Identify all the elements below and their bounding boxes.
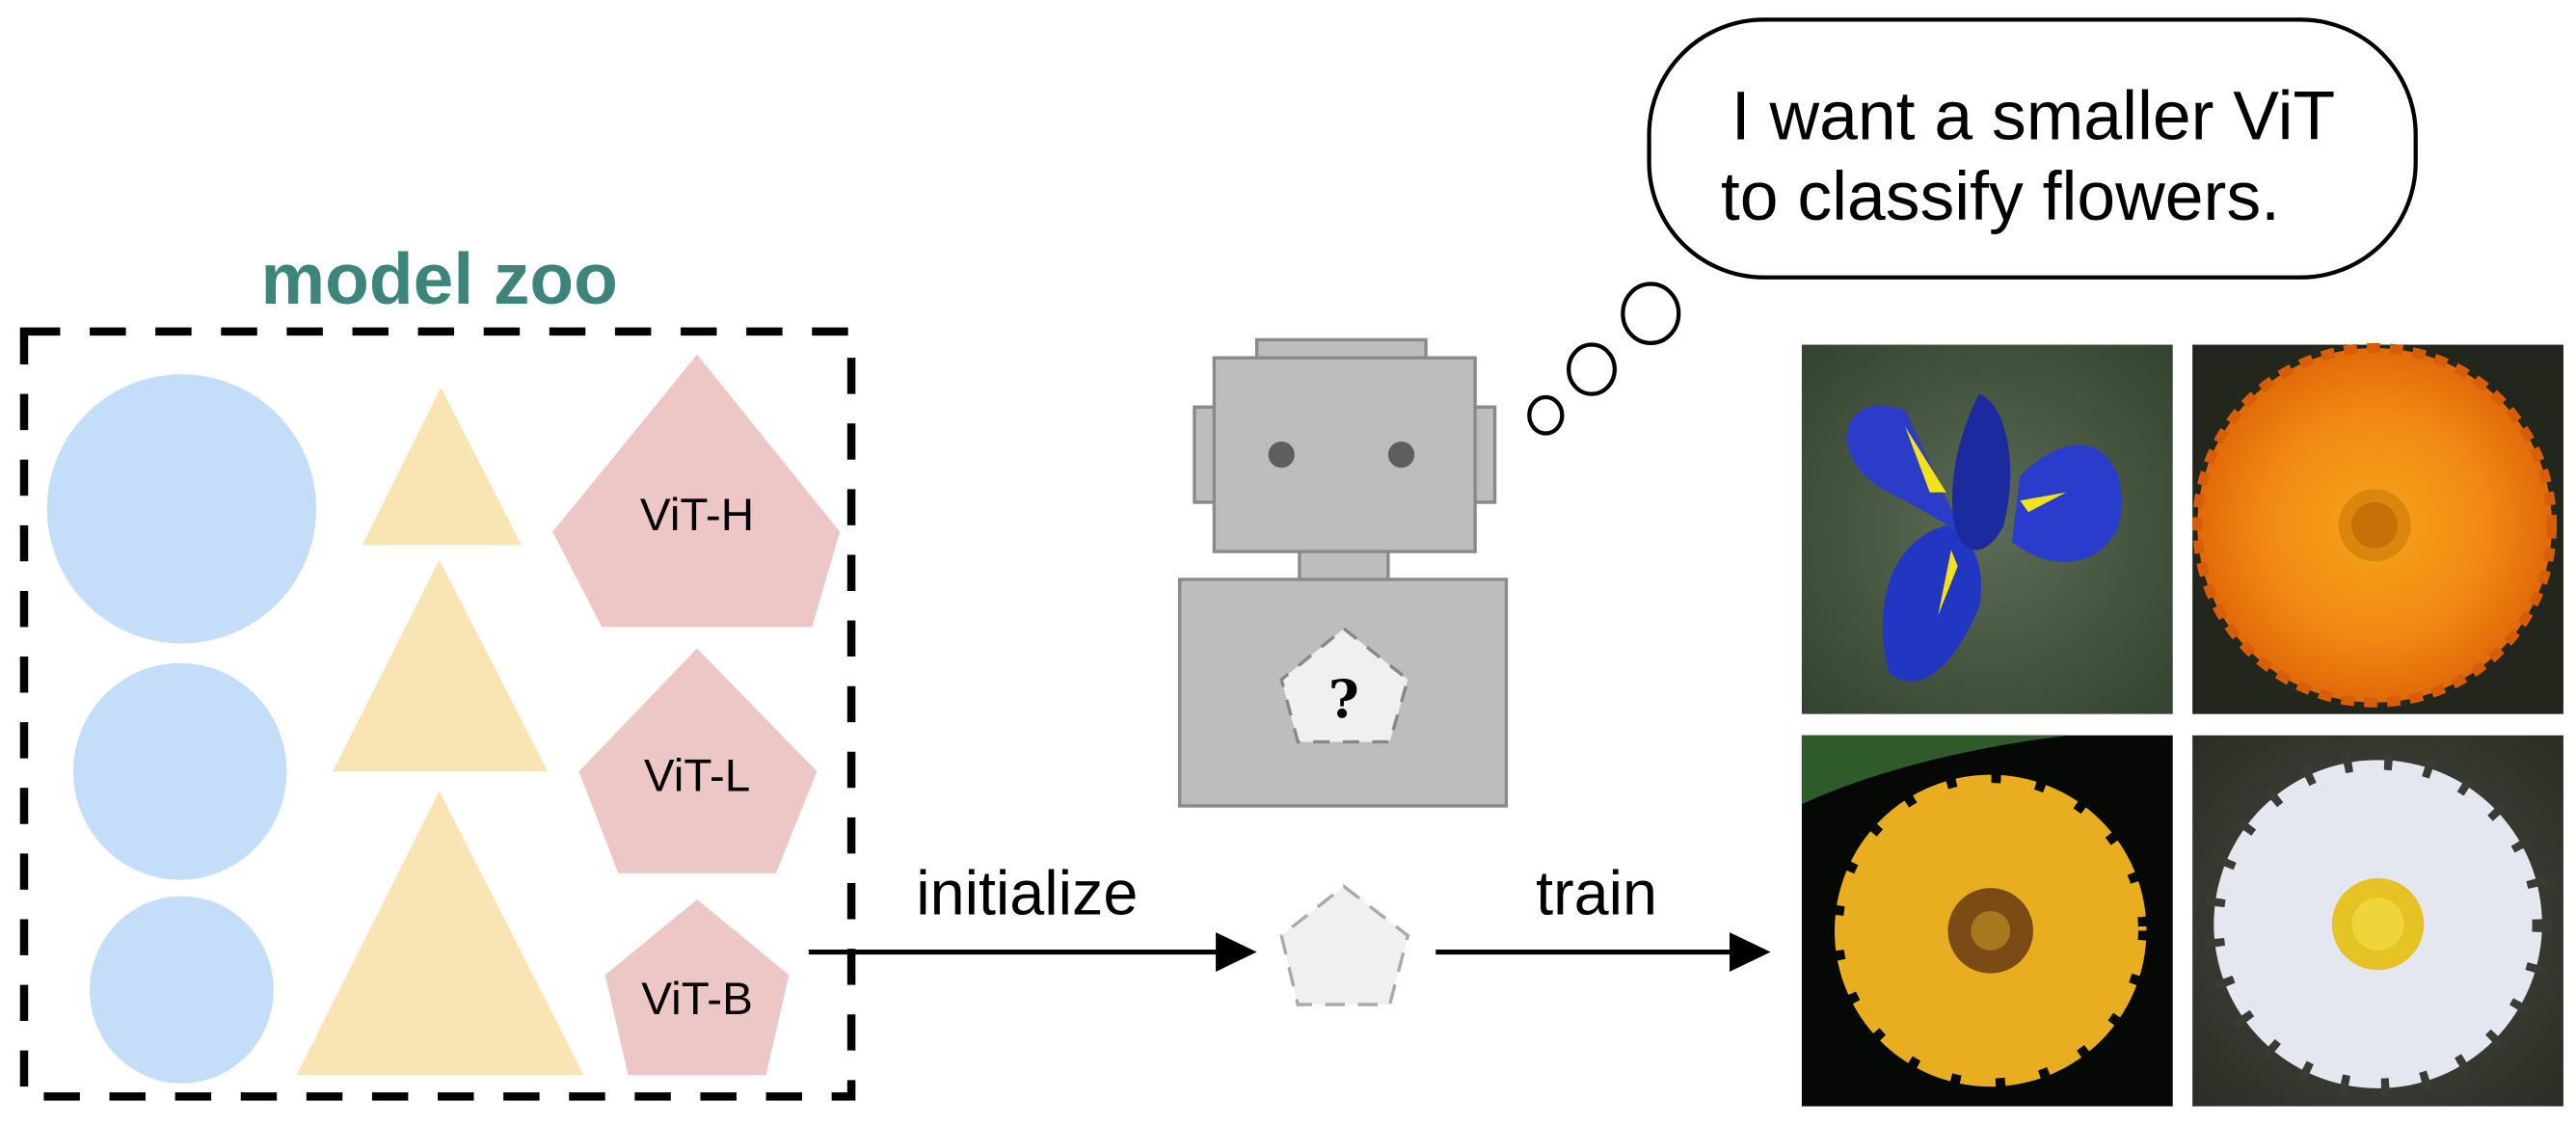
triangle-small <box>362 387 522 546</box>
label-vit-h: ViT-H <box>640 490 754 541</box>
flower-image-white-daisy <box>2192 735 2563 1107</box>
thought-line-2: to classify flowers. <box>1721 158 2280 235</box>
thought-line-1: I want a smaller ViT <box>1731 78 2335 155</box>
thought-dot-medium <box>1567 342 1617 396</box>
label-vit-l: ViT-L <box>644 751 750 802</box>
pentagon-vit-l <box>578 648 818 873</box>
circle-large <box>46 374 317 644</box>
circle-medium <box>73 662 287 880</box>
triangle-medium <box>333 559 549 772</box>
train-arrowhead <box>1730 932 1771 972</box>
pentagon-vit-h <box>552 354 841 628</box>
thought-bubble <box>1647 17 2418 280</box>
robot-chest-question-mark: ? <box>1328 668 1359 730</box>
robot-neck <box>1298 550 1390 583</box>
flower-image-iris <box>1801 344 2173 714</box>
robot-left-eye <box>1268 442 1295 469</box>
triangle-large <box>296 791 584 1076</box>
flower-image-calendula <box>2192 342 2563 714</box>
initialize-label: initialize <box>916 857 1138 927</box>
model-zoo-box <box>19 327 856 1101</box>
robot-icon: ? <box>1177 337 1509 808</box>
robot-chest-pentagon <box>1279 626 1410 744</box>
label-vit-b: ViT-B <box>641 974 753 1025</box>
robot-right-eye <box>1387 442 1415 469</box>
circle-small <box>90 896 274 1084</box>
initialize-arrowhead <box>1216 932 1257 972</box>
thought-dot-large <box>1621 282 1681 345</box>
pentagon-vit-b <box>604 899 790 1076</box>
flower-image-yellow-daisy <box>1801 735 2173 1107</box>
robot-head <box>1212 356 1477 553</box>
new-model-pentagon <box>1279 884 1410 1006</box>
model-zoo-title: model zoo <box>261 238 618 319</box>
train-label: train <box>1536 857 1657 927</box>
thought-dot-small <box>1527 394 1565 436</box>
